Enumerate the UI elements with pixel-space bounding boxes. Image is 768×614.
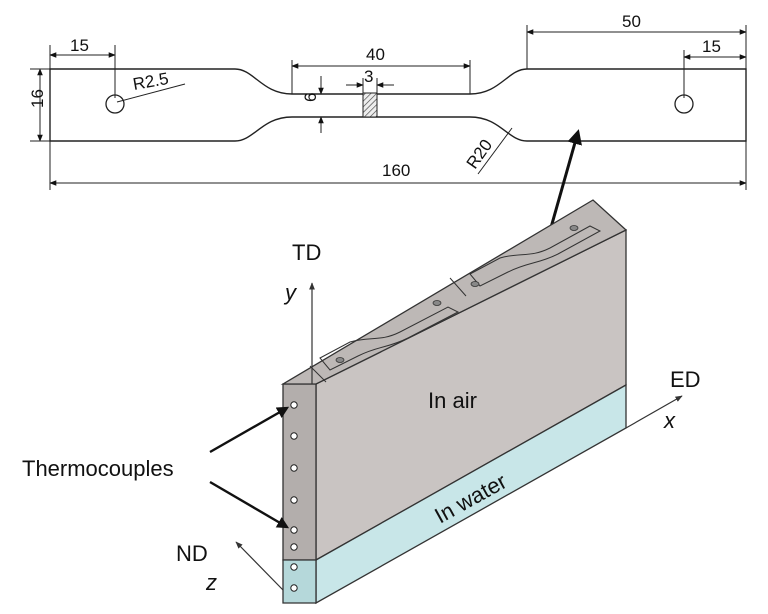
dim-gauge-width: 6 (301, 93, 320, 102)
dim-gauge-length: 40 (366, 45, 385, 64)
air-label: In air (428, 388, 477, 413)
z-axis (235, 541, 284, 591)
x-axis (625, 395, 683, 429)
dim-notch-width: 3 (364, 67, 373, 86)
z-axis-label: z (205, 570, 217, 595)
x-axis-label: x (663, 408, 676, 433)
dim-width: 16 (28, 89, 47, 108)
callout-arrow (546, 129, 582, 239)
y-axis-label: y (283, 280, 298, 305)
plate-side-face (282, 383, 317, 561)
td-label: TD (292, 240, 321, 265)
ed-label: ED (670, 367, 701, 392)
axes: TD y ED x ND z (176, 240, 701, 595)
plate-3d: In air In water (280, 199, 628, 605)
dim-hole-offset-left: 15 (70, 36, 89, 55)
gauge-notch (362, 92, 378, 118)
dim-fillet-radius: R20 (463, 136, 496, 172)
water-side-face (282, 559, 317, 604)
dim-grip-length: 50 (622, 12, 641, 31)
dogbone-specimen-drawing: 15 R2.5 16 40 3 6 50 15 (28, 12, 747, 190)
thermocouple-holes (290, 401, 298, 592)
thermocouples-label: Thermocouples (22, 456, 174, 481)
top-specimen-slots (309, 225, 602, 383)
nd-label: ND (176, 541, 208, 566)
plate-top-face (280, 199, 628, 385)
top-slot-holes (335, 225, 579, 363)
thermocouple-callout: Thermocouples (22, 406, 290, 529)
dim-hole-offset-right: 15 (702, 37, 721, 56)
dim-overall-length: 160 (382, 161, 410, 180)
